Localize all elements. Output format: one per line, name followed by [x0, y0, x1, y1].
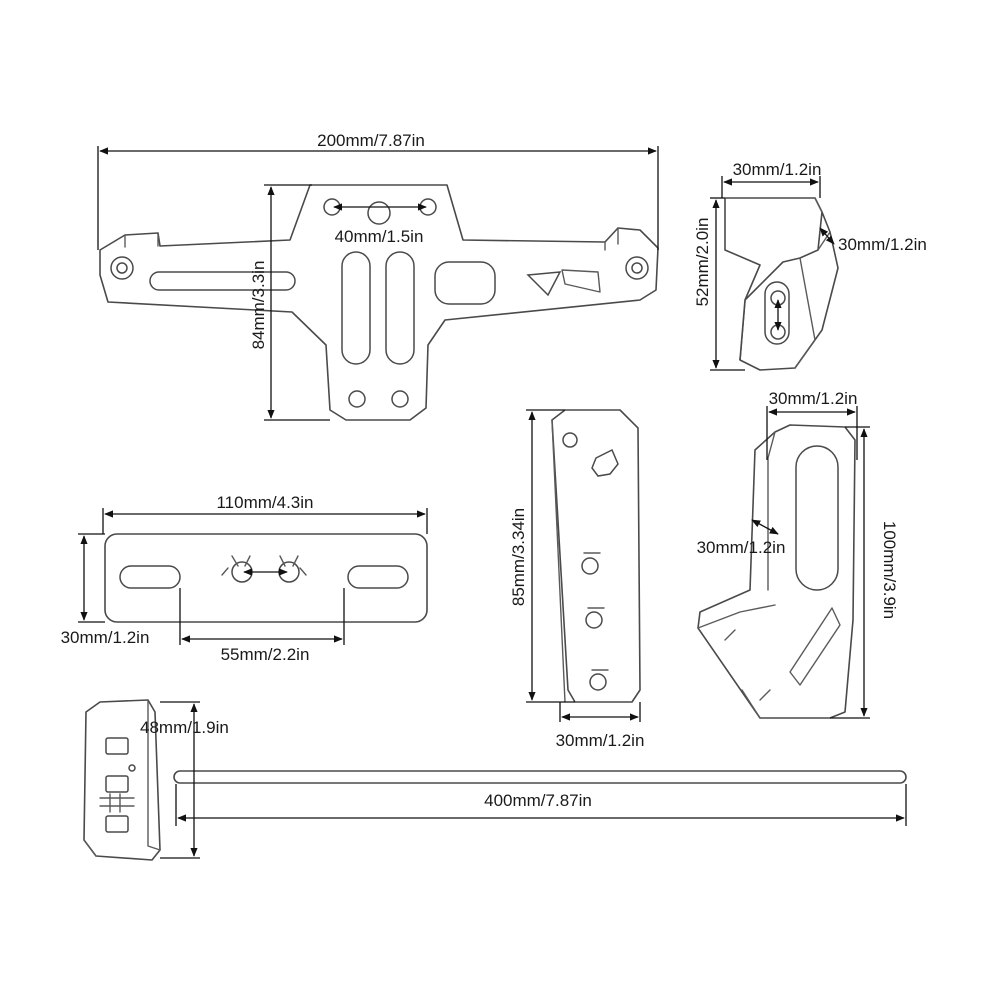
angle-width-label: 30mm/1.2in [769, 389, 858, 408]
strip-width-label: 30mm/1.2in [556, 731, 645, 750]
angle-height-dimension: 100mm/3.9in [830, 426, 899, 719]
rod-length-dimension: 400mm/7.87in [175, 784, 907, 826]
angled-bracket [697, 424, 856, 719]
clip-height-label: 52mm/2.0in [693, 218, 712, 307]
angle-slot-width-dimension: 30mm/1.2in [697, 519, 786, 557]
rod [173, 770, 907, 784]
angle-slot-width-label: 30mm/1.2in [697, 538, 786, 557]
main-hole-spacing-label: 40mm/1.5in [335, 227, 424, 246]
plate-width-label: 110mm/4.3in [216, 493, 313, 512]
clip-height-dimension: 52mm/2.0in [693, 197, 745, 371]
clip-width-dimension: 30mm/1.2in [721, 160, 822, 198]
rod-length-label: 400mm/7.87in [484, 791, 592, 810]
plate-slot-spacing-label: 55mm/2.2in [221, 645, 310, 664]
main-width-label: 200mm/7.87in [317, 131, 425, 150]
strip-height-dimension: 85mm/3.34in [509, 409, 575, 703]
plate-height-label: 30mm/1.2in [61, 628, 150, 647]
angle-height-label: 100mm/3.9in [880, 521, 899, 619]
strip-width-dimension: 30mm/1.2in [556, 702, 645, 750]
light-height-dimension: 48mm/1.9in [140, 701, 229, 859]
clip-depth-dimension: 30mm/1.2in [819, 227, 927, 254]
main-height-label: 84mm/3.3in [249, 261, 268, 350]
clip-depth-label: 30mm/1.2in [838, 235, 927, 254]
main-width-dimension: 200mm/7.87in [97, 131, 659, 250]
flat-plate [104, 533, 428, 623]
plate-height-dimension: 30mm/1.2in [61, 533, 150, 647]
plate-slot-spacing-dimension: 55mm/2.2in [179, 588, 345, 664]
main-height-dimension: 84mm/3.3in [249, 184, 330, 421]
main-hole-spacing-dimension: 40mm/1.5in [333, 203, 427, 246]
angle-width-dimension: 30mm/1.2in [766, 389, 858, 460]
clip-bracket [724, 197, 839, 371]
vertical-strip [551, 409, 641, 703]
light-height-label: 48mm/1.9in [140, 718, 229, 737]
strip-height-label: 85mm/3.34in [509, 508, 528, 606]
main-bracket [99, 184, 659, 421]
led-light-module [83, 699, 161, 861]
clip-width-label: 30mm/1.2in [733, 160, 822, 179]
plate-width-dimension: 110mm/4.3in [102, 493, 428, 534]
